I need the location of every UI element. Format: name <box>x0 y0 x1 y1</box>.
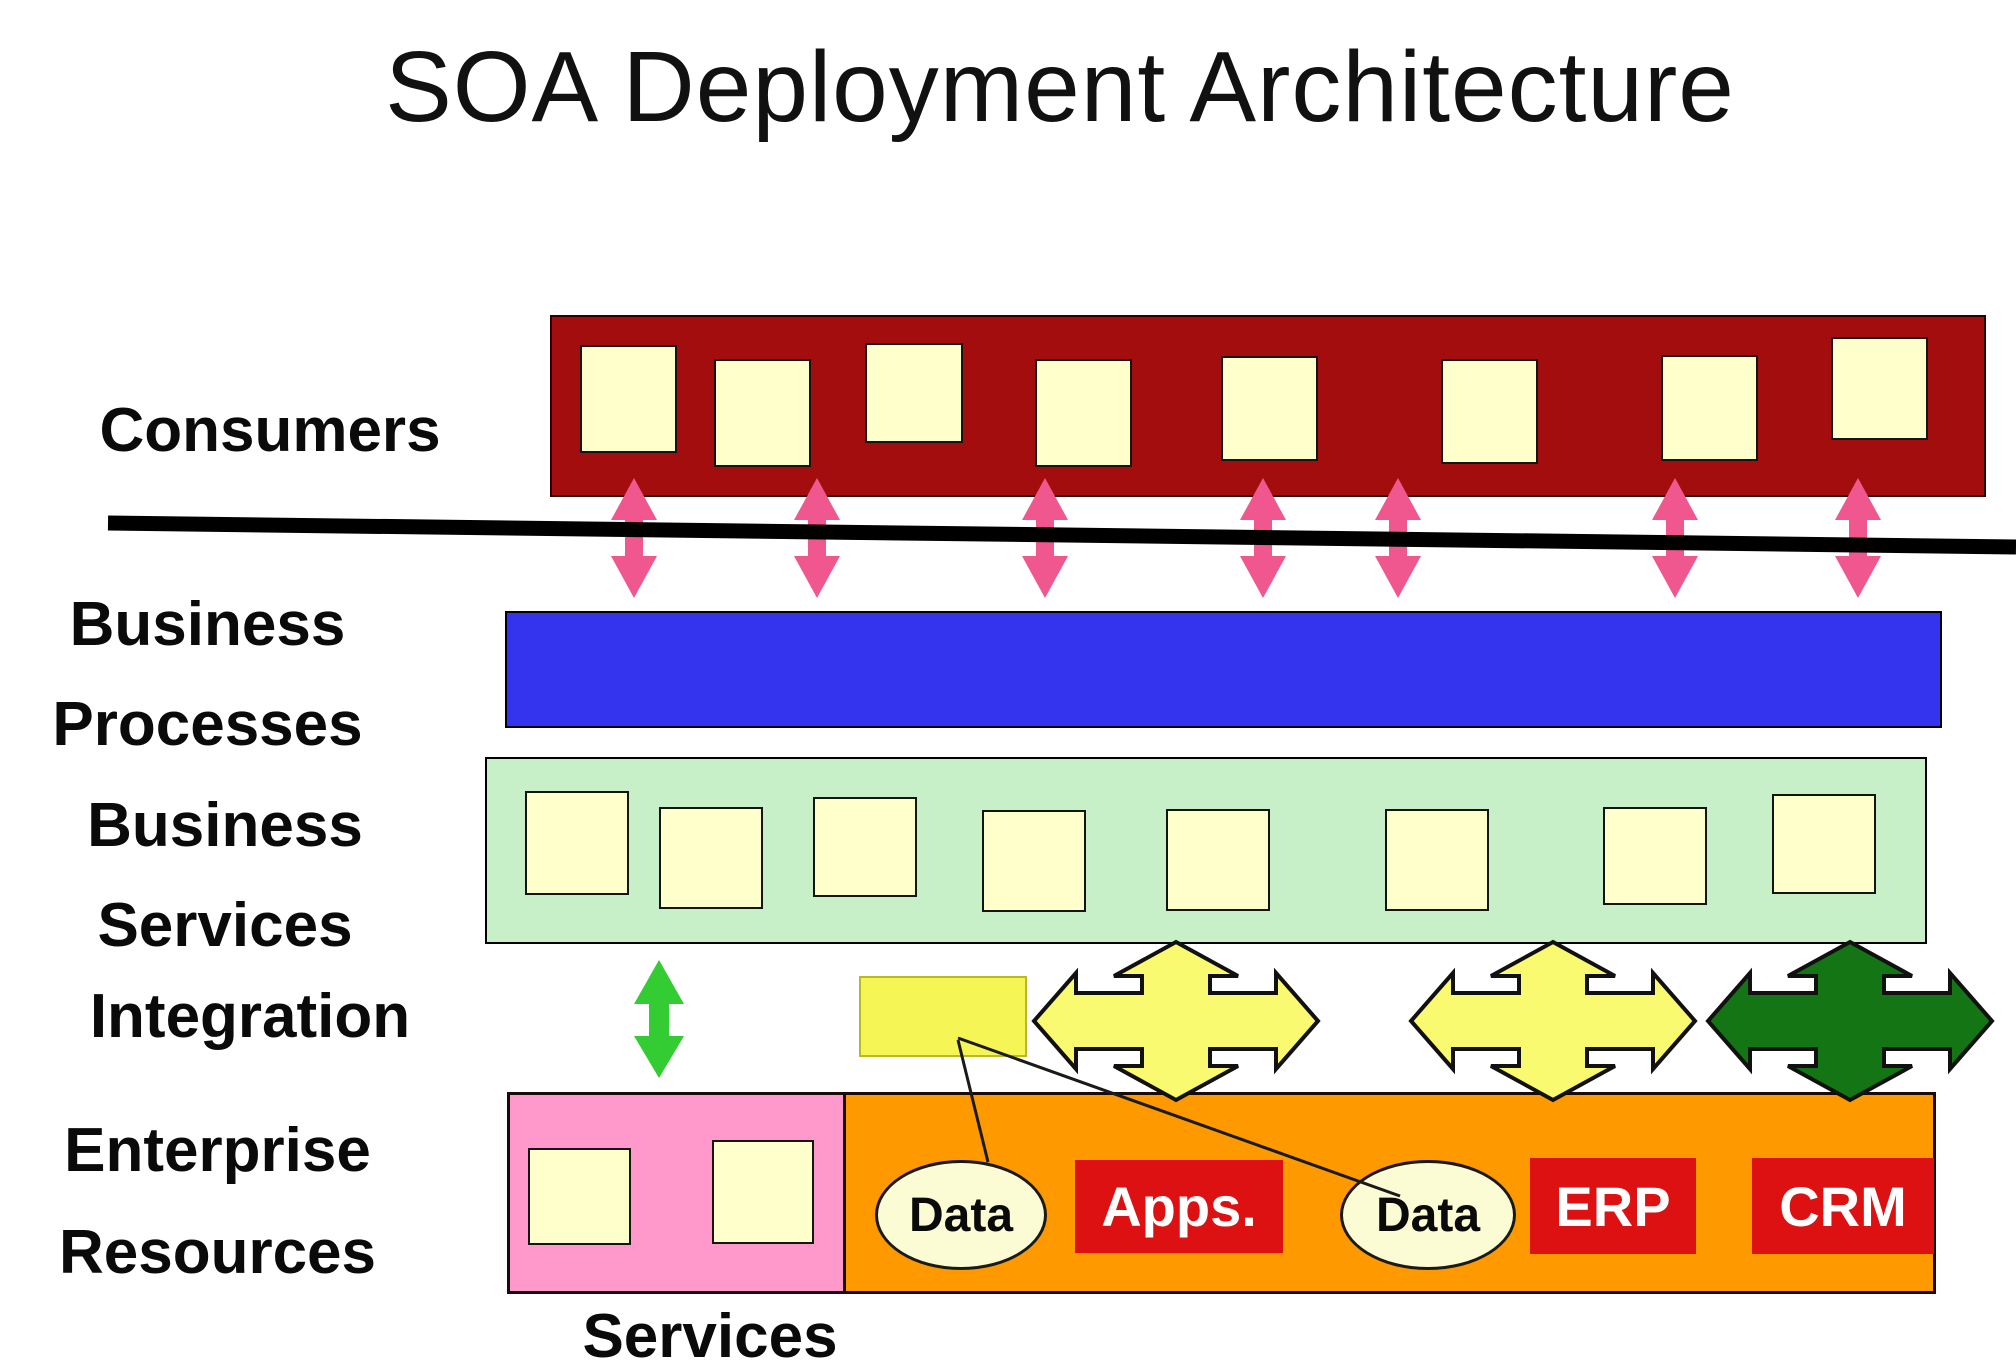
data-store-2-label: Data <box>1375 1188 1481 1242</box>
erp-box: ERP <box>1530 1158 1696 1254</box>
business-service-box <box>1166 809 1270 911</box>
consumer-box <box>1441 359 1538 464</box>
row-label-integration: Integration <box>89 982 411 1051</box>
crm-box: CRM <box>1752 1158 1934 1254</box>
row-label-business-processes-line1: Business <box>69 590 346 659</box>
integration-quad-arrow-yellow-2 <box>1409 940 1697 1102</box>
row-label-business-processes-line2: Processes <box>52 690 363 759</box>
data-store-1-label: Data <box>908 1188 1014 1242</box>
apps-label: Apps. <box>1101 1175 1257 1238</box>
integration-quad-arrow-yellow-1 <box>1032 940 1320 1102</box>
data-store-ellipse-1: Data <box>875 1160 1047 1270</box>
row-label-business-services-line1: Business <box>87 791 363 860</box>
consumer-box <box>714 359 811 467</box>
separation-line <box>107 515 2016 555</box>
consumer-box <box>580 345 677 453</box>
business-service-box <box>982 810 1086 912</box>
integration-updown-arrow-icon <box>634 960 684 1078</box>
crm-label: CRM <box>1779 1174 1907 1238</box>
erp-label: ERP <box>1555 1174 1671 1238</box>
consumer-box <box>1221 356 1318 461</box>
consumer-box <box>1661 355 1758 461</box>
consumer-box <box>1831 337 1928 440</box>
services-caption: Services <box>582 1302 838 1371</box>
integration-component-box <box>859 976 1027 1057</box>
consumer-box <box>1035 359 1132 467</box>
business-service-box <box>1385 809 1489 911</box>
integration-quad-arrow-green <box>1706 940 1994 1102</box>
business-service-box <box>525 791 629 895</box>
row-label-consumers: Consumers <box>99 396 441 465</box>
business-service-box <box>1603 807 1707 905</box>
enterprise-service-box <box>528 1148 631 1245</box>
enterprise-service-box <box>712 1140 814 1244</box>
row-label-enterprise-line2: Resources <box>58 1218 377 1287</box>
row-label-business-services-line2: Services <box>97 891 353 960</box>
business-service-box <box>659 807 763 909</box>
apps-box: Apps. <box>1075 1160 1283 1253</box>
row-label-enterprise-line1: Enterprise <box>64 1116 371 1185</box>
business-service-box <box>1772 794 1876 894</box>
diagram-title: SOA Deployment Architecture <box>385 31 1735 143</box>
data-store-ellipse-2: Data <box>1340 1160 1516 1270</box>
consumer-box <box>865 343 963 443</box>
business-processes-bar <box>505 611 1942 728</box>
business-service-box <box>813 797 917 897</box>
